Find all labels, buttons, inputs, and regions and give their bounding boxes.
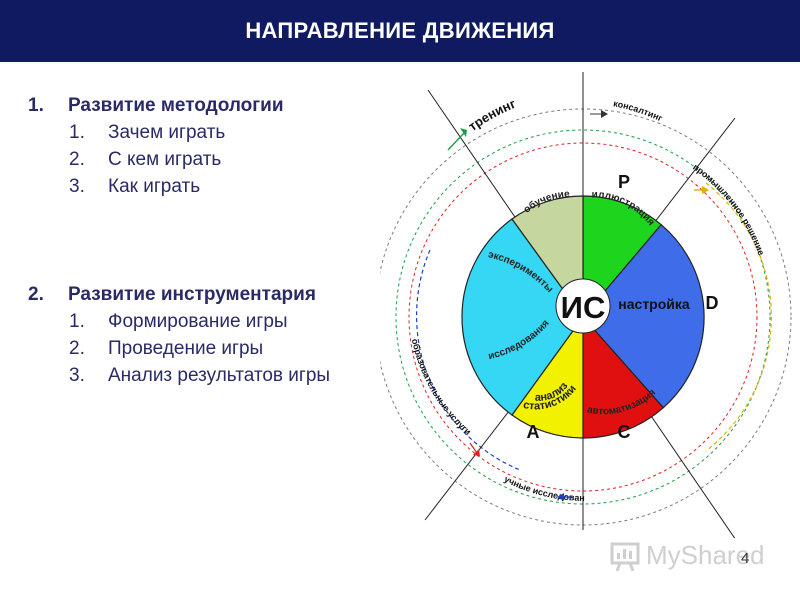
- red-dashed-circle: [408, 142, 758, 492]
- training-arrowhead: [460, 128, 467, 137]
- green-dashed-circle: [395, 129, 771, 505]
- section-title: Развитие методологии: [68, 95, 284, 116]
- list-item: 2. Проведение игры: [28, 335, 388, 362]
- sector-automation: [582, 315, 665, 439]
- quadrant-letter-a: A: [527, 422, 540, 442]
- quadrant-letter-c: C: [618, 422, 631, 442]
- watermark-text: MyShared: [646, 540, 765, 570]
- section-number: 1.: [28, 95, 44, 116]
- sector-analysis: [511, 315, 584, 439]
- item-text: Проведение игры: [108, 338, 264, 359]
- blue-dashed-arc: [416, 249, 521, 471]
- outer-label-consulting: консалтинг: [613, 98, 665, 123]
- item-number: 1.: [69, 122, 85, 143]
- list-item: 1. Зачем играть: [28, 119, 388, 146]
- cycle-diagram: ИС обучение иллюстрация эксперименты исс…: [380, 68, 792, 538]
- quadrant-letter-p: P: [618, 172, 630, 192]
- section-heading: 2. Развитие инструментария: [28, 281, 388, 308]
- item-number: 2.: [69, 338, 85, 359]
- section-title: Развитие инструментария: [68, 284, 316, 305]
- wheel: ИС: [461, 195, 705, 439]
- quadrant-letter-d: D: [706, 293, 719, 313]
- section-number: 2.: [28, 284, 44, 305]
- item-text: Как играть: [108, 176, 201, 197]
- center-label: ИС: [561, 290, 606, 325]
- section-heading: 1. Развитие методологии: [28, 92, 388, 119]
- sub-list: 1. Формирование игры 2. Проведение игры 3.…: [28, 308, 388, 389]
- center-circle: [555, 278, 611, 334]
- outer-label-industrial: промышленное решение: [691, 162, 766, 257]
- sector-experiments: [461, 218, 584, 416]
- page-number: 4: [741, 550, 750, 567]
- outer-label-training: тренинг: [465, 96, 518, 134]
- outer-label-education: образовательные услуги: [410, 338, 473, 437]
- training-arrow: [447, 131, 466, 151]
- item-text: Зачем играть: [108, 122, 226, 143]
- page-title: НАПРАВЛЕНИЕ ДВИЖЕНИЯ: [245, 18, 555, 43]
- science-arrowhead: [557, 493, 564, 501]
- list-item: 2. С кем играть: [28, 146, 388, 173]
- list-item: 1. Формирование игры: [28, 308, 388, 335]
- presentation-board-icon: [610, 542, 640, 572]
- watermark: MyShared: [606, 536, 765, 574]
- yellow-dashed-arc: [705, 182, 772, 452]
- item-number: 3.: [69, 365, 85, 386]
- sector-tuning: [582, 223, 705, 409]
- item-text: Формирование игры: [108, 311, 288, 332]
- item-text: Анализ результатов игры: [108, 365, 331, 386]
- sector-label-tuning: настройка: [618, 296, 690, 312]
- consulting-arrowhead: [601, 110, 608, 118]
- education-arrow: [469, 442, 478, 454]
- education-arrowhead: [473, 449, 480, 456]
- item-number: 1.: [69, 311, 85, 332]
- outline: 1. Развитие методологии 1. Зачем играть 2.…: [28, 92, 388, 389]
- item-text: С кем играть: [108, 149, 222, 170]
- header-bar: НАПРАВЛЕНИЕ ДВИЖЕНИЯ: [0, 0, 800, 62]
- list-item: 3. Как играть: [28, 173, 388, 200]
- section-tooling: 2. Развитие инструментария 1. Формирование…: [28, 281, 388, 389]
- industrial-arrowhead: [702, 186, 709, 194]
- list-item: 3. Анализ результатов игры: [28, 362, 388, 389]
- sub-list: 1. Зачем играть 2. С кем играть 3. Как игра…: [28, 119, 388, 200]
- item-number: 2.: [69, 149, 85, 170]
- item-number: 3.: [69, 176, 85, 197]
- section-methodology: 1. Развитие методологии 1. Зачем играть 2.…: [28, 92, 388, 200]
